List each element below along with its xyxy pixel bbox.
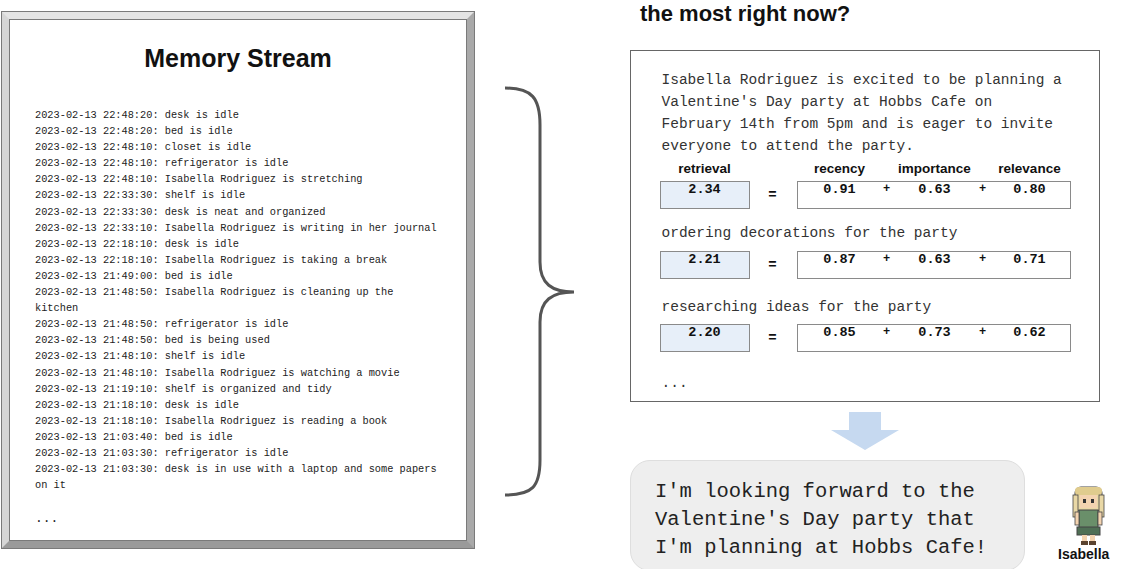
log-entry: 2023-02-13 21:48:50: refrigerator is idl…	[35, 316, 440, 332]
score-components-box: 0.91+0.63+0.80	[797, 181, 1071, 209]
plus-sign: +	[865, 325, 909, 339]
log-entry: 2023-02-13 22:33:10: Isabella Rodriguez …	[35, 220, 440, 236]
flow-arrow	[831, 412, 899, 450]
log-entry: 2023-02-13 22:48:20: bed is idle	[35, 123, 440, 139]
log-entry: 2023-02-13 22:48:10: refrigerator is idl…	[35, 155, 440, 171]
log-entry: 2023-02-13 22:18:10: desk is idle	[35, 236, 440, 252]
component-value: 0.87	[818, 252, 862, 267]
plus-sign: +	[961, 182, 1005, 196]
curly-brace	[505, 88, 574, 495]
log-entry: 2023-02-13 22:48:20: desk is idle	[35, 107, 440, 123]
plus-sign: +	[961, 252, 1005, 266]
log-entry: 2023-02-13 21:48:10: shelf is idle	[35, 348, 440, 364]
column-header: importance	[875, 161, 995, 177]
heading: the most right now?	[640, 1, 850, 27]
log-entry: 2023-02-13 21:18:10: Isabella Rodriguez …	[35, 413, 440, 429]
ellipsis: ...	[662, 372, 1067, 394]
log-entry: 2023-02-13 21:19:10: shelf is organized …	[35, 381, 440, 397]
speech-text: I'm looking forward to the Valentine's D…	[655, 478, 987, 562]
retrieval-score-box: 2.34	[660, 181, 750, 209]
memory-stream-frame: Memory Stream 2023-02-13 22:48:20: desk i…	[2, 12, 474, 548]
log-entry: 2023-02-13 22:48:10: closet is idle	[35, 139, 440, 155]
score-components-box: 0.87+0.63+0.71	[797, 251, 1071, 279]
score-value: 2.20	[661, 325, 749, 340]
column-header: relevance	[970, 161, 1090, 177]
plus-sign: +	[865, 182, 909, 196]
log-entry: 2023-02-13 21:03:40: bed is idle	[35, 429, 440, 445]
score-components-box: 0.85+0.73+0.62	[797, 324, 1071, 352]
retrieval-score-box: 2.20	[660, 324, 750, 352]
log-entry: 2023-02-13 22:18:10: Isabella Rodriguez …	[35, 252, 440, 268]
equals-sign: =	[763, 186, 783, 204]
log-entry: 2023-02-13 21:49:00: bed is idle	[35, 268, 440, 284]
log-entry: 2023-02-13 21:48:50: Isabella Rodriguez …	[35, 284, 440, 316]
memory-text: ordering decorations for the party	[662, 222, 1067, 244]
equals-sign: =	[763, 329, 783, 347]
frame-title: Memory Stream	[9, 44, 467, 73]
column-header: retrieval	[645, 161, 765, 177]
log-entry: 2023-02-13 21:03:30: desk is in use with…	[35, 461, 440, 493]
log-entry: 2023-02-13 21:48:50: bed is being used	[35, 332, 440, 348]
equals-sign: =	[763, 256, 783, 274]
speech-bubble: I'm looking forward to the Valentine's D…	[630, 460, 1025, 569]
log-entry: 2023-02-13 21:18:10: desk is idle	[35, 397, 440, 413]
column-header: recency	[780, 161, 900, 177]
component-value: 0.63	[913, 252, 957, 267]
plus-sign: +	[865, 252, 909, 266]
log-entry: 2023-02-13 21:48:10: Isabella Rodriguez …	[35, 365, 440, 381]
log-entry: 2023-02-13 22:33:30: desk is neat and or…	[35, 204, 440, 220]
component-value: 0.73	[913, 325, 957, 340]
retrieval-score-box: 2.21	[660, 251, 750, 279]
plus-sign: +	[961, 325, 1005, 339]
component-value: 0.71	[1008, 252, 1052, 267]
component-value: 0.91	[818, 182, 862, 197]
component-value: 0.62	[1008, 325, 1052, 340]
log-entry: 2023-02-13 22:33:30: shelf is idle	[35, 187, 440, 203]
memory-text: researching ideas for the party	[662, 296, 1067, 318]
component-value: 0.80	[1008, 182, 1052, 197]
score-value: 2.21	[661, 252, 749, 267]
log-entry: 2023-02-13 21:03:30: refrigerator is idl…	[35, 445, 440, 461]
component-value: 0.85	[818, 325, 862, 340]
retrieval-panel: 2.340.91+0.63+0.802.210.87+0.63+0.712.20…	[630, 50, 1100, 402]
isabella-sprite	[1073, 487, 1104, 545]
character-name: Isabella	[1058, 546, 1109, 562]
log-list: 2023-02-13 22:48:20: desk is idle2023-02…	[35, 107, 546, 527]
memory-text: Isabella Rodriguez is excited to be plan…	[662, 69, 1067, 157]
log-entry: 2023-02-13 22:48:10: Isabella Rodriguez …	[35, 171, 440, 187]
ellipsis: ...	[35, 511, 546, 527]
score-value: 2.34	[661, 182, 749, 197]
component-value: 0.63	[913, 182, 957, 197]
